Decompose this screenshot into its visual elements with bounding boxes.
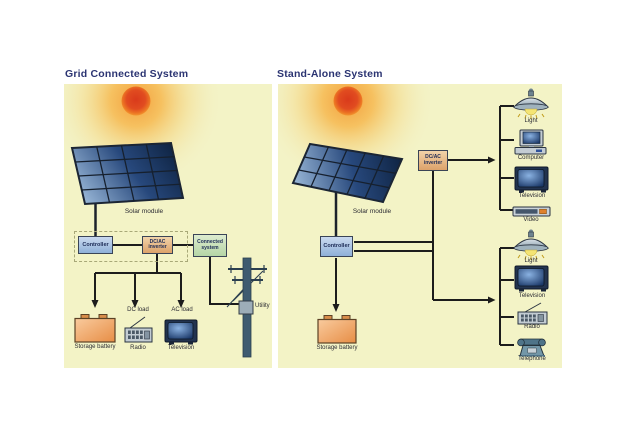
- radio-label: Radio: [524, 324, 540, 330]
- arrowheads: [91, 300, 185, 308]
- storage-battery-icon: [74, 314, 116, 343]
- light-dc-label: Light: [524, 258, 538, 264]
- utility-label: Utility: [255, 303, 270, 309]
- solar-module-label: Solar module: [124, 208, 164, 215]
- storage-battery-icon: [317, 315, 357, 344]
- left-graphics: [64, 84, 267, 358]
- television-icon: [164, 319, 198, 345]
- wiring: [335, 105, 514, 346]
- telephone-icon: [517, 338, 546, 357]
- radio-label: Radio: [130, 345, 146, 351]
- storage-battery-label: Storage battery: [74, 344, 116, 350]
- grid-connected-panel: Controller DC/AC inverter Connected syst…: [64, 84, 272, 368]
- solar-module-icon: [291, 142, 404, 237]
- solar-module-label: Solar module: [352, 208, 392, 215]
- inverter-box: DC/AC inverter: [418, 150, 448, 171]
- computer-label: Computer: [517, 155, 545, 161]
- radio-icon: [124, 316, 153, 343]
- controller-inverter-group: [74, 231, 188, 262]
- video-label: Video: [523, 217, 539, 223]
- controller-box: Controller: [320, 236, 353, 257]
- controller-box: Controller: [78, 236, 113, 254]
- connected-system-box: Connected system: [193, 234, 227, 257]
- lamp-icon: [512, 88, 550, 119]
- inverter-box: DC/AC inverter: [142, 236, 173, 254]
- right-graphics: [278, 84, 551, 357]
- computer-icon: [514, 129, 547, 155]
- sun-icon: [121, 86, 151, 116]
- telephone-label: Telephone: [518, 356, 546, 362]
- vcr-icon: [512, 206, 551, 217]
- arrowheads: [332, 156, 496, 312]
- radio-icon: [517, 302, 548, 325]
- television-icon: [514, 166, 549, 193]
- utility-pole-icon: [226, 257, 267, 358]
- wiring: [94, 244, 239, 305]
- dc-load-label: DC load: [127, 307, 149, 313]
- solar-module-icon: [70, 141, 185, 237]
- television-label: Television: [167, 345, 195, 351]
- television-dc-label: Television: [518, 293, 546, 299]
- storage-battery-label: Storage battery: [316, 345, 358, 351]
- sun-icon: [333, 86, 363, 116]
- light-ac-label: Light: [524, 118, 538, 124]
- ac-load-label: AC load: [171, 307, 193, 313]
- right-title: Stand-Alone System: [277, 68, 383, 80]
- stand-alone-panel: DC/AC inverter Controller Solar module S…: [278, 84, 562, 368]
- television-ac-label: Television: [518, 193, 546, 199]
- left-title: Grid Connected System: [65, 68, 189, 80]
